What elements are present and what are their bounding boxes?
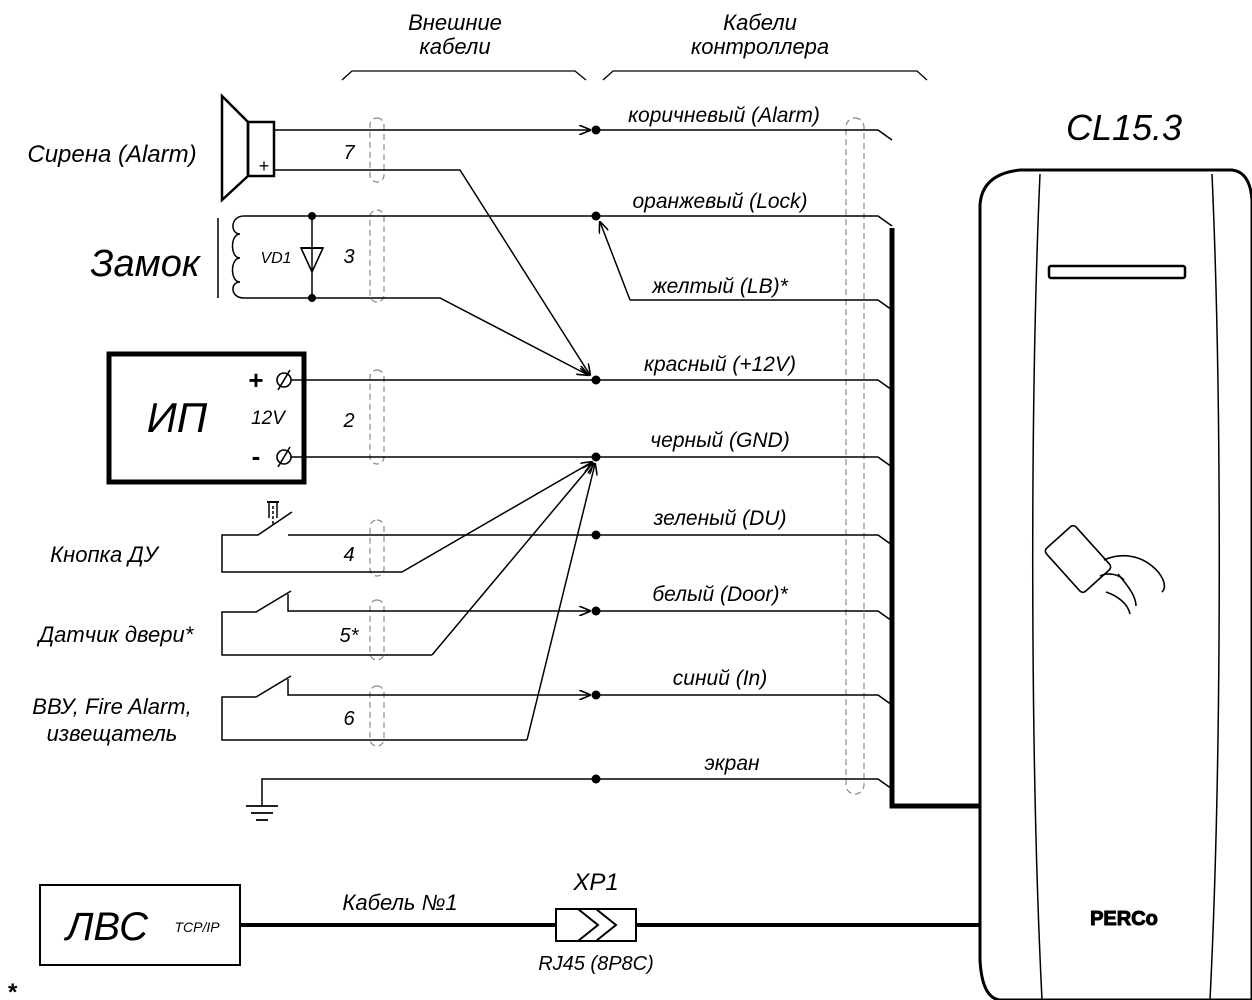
controller-brace [602, 70, 928, 81]
external-brace [341, 70, 587, 81]
header-controller-line2: контроллера [691, 34, 829, 59]
cable-number-siren: 7 [343, 142, 355, 164]
siren-icon [220, 92, 250, 203]
lan-label: ЛВС [63, 905, 149, 949]
lock-label: Замок [90, 243, 202, 285]
screen-wire [261, 778, 596, 806]
pushbutton-icon [267, 501, 279, 524]
siren-label: Сирена (Alarm) [27, 141, 196, 168]
psu-label: ИП [147, 394, 208, 441]
ground-icon [246, 805, 278, 821]
footnote-mark: * [8, 979, 18, 1000]
vvu-label-line2: извещатель [47, 721, 178, 746]
psu-minus: - [252, 441, 261, 471]
device-model: CL15.3 [1066, 107, 1182, 148]
card-reader-icon [1044, 524, 1166, 615]
psu-box [106, 351, 307, 485]
vvu-label-line1: ВВУ, Fire Alarm, [32, 694, 191, 719]
rj45-connector [555, 908, 637, 942]
wire-red-label: красный (+12V) [644, 353, 796, 376]
wire-blue-label: синий (In) [673, 667, 767, 690]
wire-white-label: белый (Door)* [652, 583, 788, 606]
button-label: Кнопка ДУ [50, 542, 160, 567]
lan-protocol: TCP/IP [174, 919, 220, 935]
controller-wires [596, 129, 893, 790]
controller-body [978, 168, 1252, 1000]
psu-voltage: 12V [251, 408, 287, 429]
header-external-line2: кабели [419, 34, 490, 59]
wire-black-label: черный (GND) [650, 429, 789, 452]
wire-screen-label: экран [704, 752, 760, 775]
wire-orange-label: оранжевый (Lock) [633, 190, 808, 213]
controller-cable-sleeve [845, 117, 865, 795]
siren-body [246, 120, 276, 178]
header-controller-line1: Кабели [723, 10, 797, 35]
wire-green-label: зеленый (DU) [653, 507, 787, 530]
diode-label: VD1 [260, 250, 291, 267]
cable-number-button: 4 [343, 544, 354, 566]
cable-number-lock: 3 [343, 246, 354, 268]
cable-number-door: 5* [340, 625, 360, 647]
brand-logo: PERCo [1090, 908, 1158, 930]
door-sensor-loop [221, 590, 432, 656]
psu-plus: + [248, 365, 263, 395]
lock-coil-icon [231, 215, 245, 299]
wire-yellow-label: желтый (LB)* [651, 275, 788, 298]
cable-number-psu: 2 [342, 410, 354, 432]
wire-brown-label: коричневый (Alarm) [628, 104, 820, 127]
cable-label: Кабель №1 [342, 890, 457, 915]
connector-type: RJ45 (8P8C) [538, 953, 654, 975]
button-loop [221, 511, 402, 573]
indicator-slot [1047, 264, 1187, 280]
header-external-line1: Внешние [408, 10, 502, 35]
vvu-loop [221, 675, 527, 741]
controller-bus [889, 228, 980, 809]
connector-label: XP1 [572, 869, 618, 896]
siren-plus: + [259, 156, 270, 176]
door-sensor-label: Датчик двери* [36, 622, 195, 647]
cable-number-vvu: 6 [343, 708, 355, 730]
external-cable-sleeves [369, 117, 385, 747]
junction-dots [591, 125, 601, 784]
